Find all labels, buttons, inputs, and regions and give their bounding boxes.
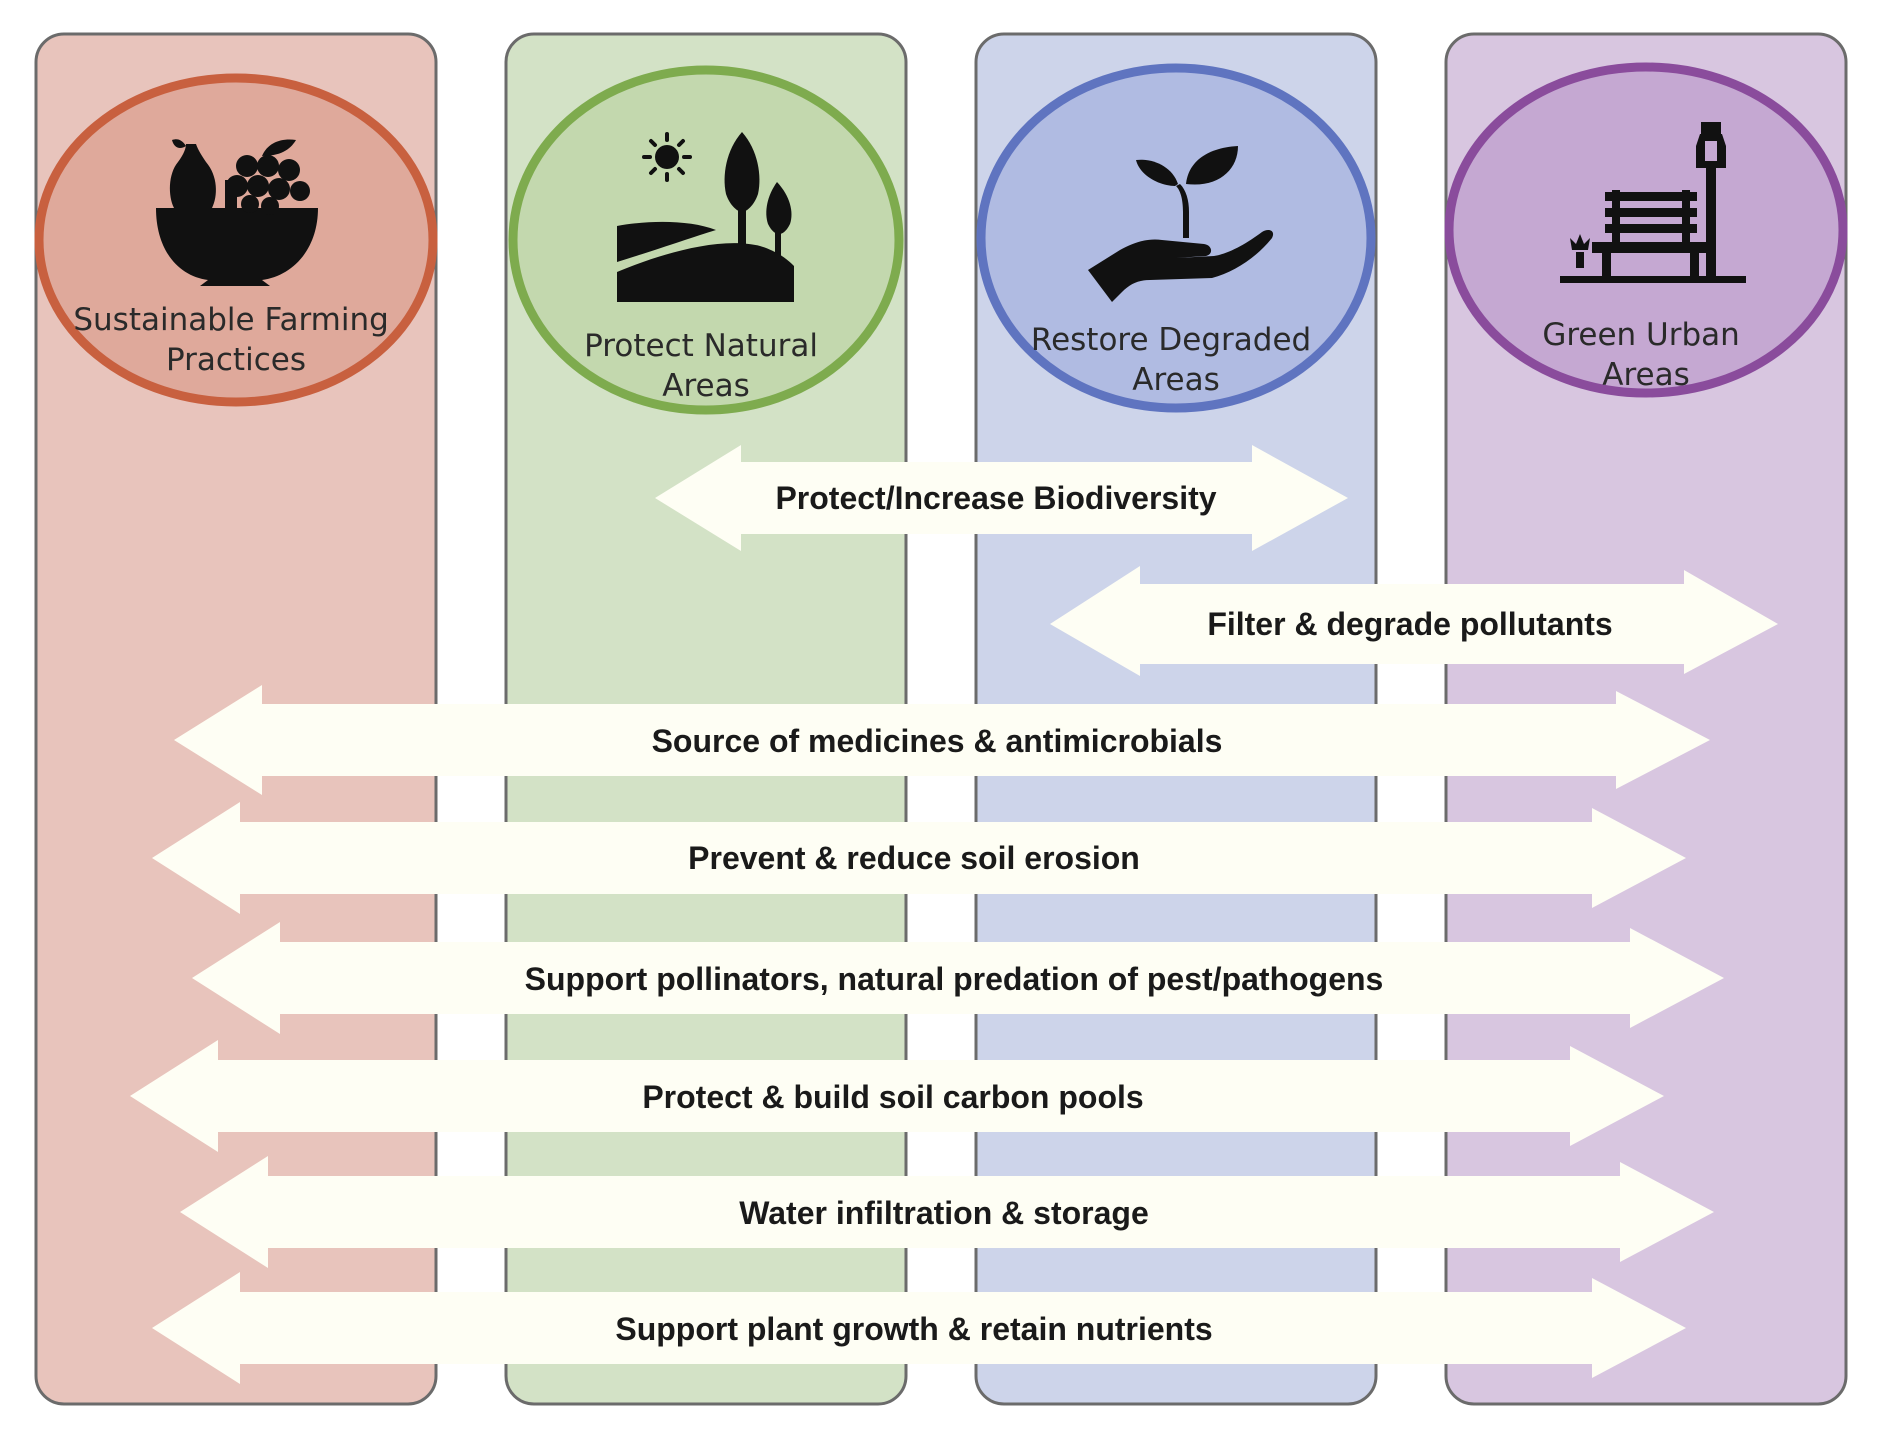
landscape-trees-sun-icon xyxy=(617,132,794,302)
title-line: Protect Natural xyxy=(584,328,818,364)
title-line: Green Urban xyxy=(1542,317,1740,353)
arrow-label: Prevent & reduce soil erosion xyxy=(688,840,1140,876)
column-title-farming: Sustainable Farming Practices xyxy=(73,302,398,378)
arrow-label: Source of medicines & antimicrobials xyxy=(652,723,1223,759)
arrow-water-infiltration: Water infiltration & storage xyxy=(180,1156,1714,1268)
double-arrow-shape xyxy=(180,1156,1714,1268)
title-line: Areas xyxy=(662,368,750,404)
arrow-protect-biodiversity: Protect/Increase Biodiversity xyxy=(655,445,1348,551)
arrow-label: Water infiltration & storage xyxy=(739,1195,1149,1231)
arrow-filter-pollutants: Filter & degrade pollutants xyxy=(1050,566,1778,676)
fruit-bowl-icon xyxy=(156,139,318,286)
column-title-urban: Green Urban Areas xyxy=(1542,317,1749,393)
title-line: Practices xyxy=(166,342,306,378)
natural-header-circle xyxy=(508,65,904,415)
title-line: Areas xyxy=(1132,362,1220,398)
title-line: Sustainable Farming xyxy=(73,302,388,338)
arrow-soil-erosion: Prevent & reduce soil erosion xyxy=(152,802,1686,914)
title-line: Areas xyxy=(1602,357,1690,393)
double-arrow-shape xyxy=(192,922,1724,1034)
double-arrow-shape xyxy=(130,1040,1664,1152)
column-title-degraded: Restore Degraded Areas xyxy=(1031,322,1321,398)
arrow-label: Support plant growth & retain nutrients xyxy=(615,1311,1212,1347)
arrow-plant-growth: Support plant growth & retain nutrients xyxy=(152,1272,1686,1384)
double-arrow-shape xyxy=(152,1272,1686,1384)
park-bench-lamp-icon xyxy=(1560,122,1746,283)
double-arrow-shape xyxy=(655,445,1348,551)
arrow-pollinators: Support pollinators, natural predation o… xyxy=(192,922,1724,1034)
arrow-label: Filter & degrade pollutants xyxy=(1207,606,1612,642)
arrow-soil-carbon: Protect & build soil carbon pools xyxy=(130,1040,1664,1152)
column-title-natural: Protect Natural Areas xyxy=(584,328,828,404)
arrow-medicines: Source of medicines & antimicrobials xyxy=(174,685,1710,795)
arrow-label: Protect & build soil carbon pools xyxy=(642,1079,1143,1115)
double-arrow-shape xyxy=(152,802,1686,914)
degraded-header-circle xyxy=(976,63,1376,413)
arrow-label: Protect/Increase Biodiversity xyxy=(775,480,1216,516)
hand-sprout-icon xyxy=(1088,146,1274,302)
double-arrow-shape xyxy=(174,685,1710,795)
arrow-label: Support pollinators, natural predation o… xyxy=(525,961,1384,997)
double-arrow-shape xyxy=(1050,566,1778,676)
title-line: Restore Degraded xyxy=(1031,322,1311,358)
